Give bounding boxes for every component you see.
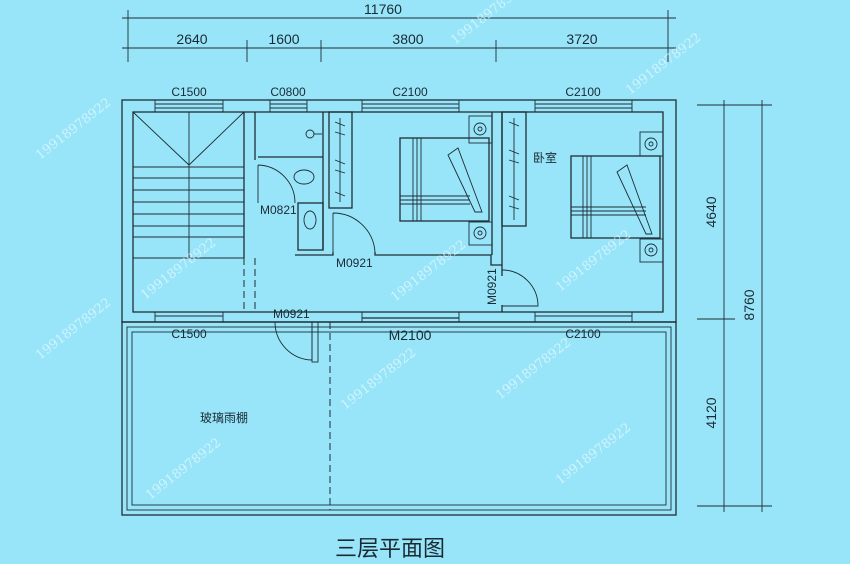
watermarks: 19918978922 19918978922 19918978922 1991… [33, 0, 704, 503]
dim-segment-1: 2640 [176, 31, 207, 47]
door-swing-room2 [501, 269, 539, 307]
bathroom: M0821 [257, 129, 322, 230]
label-canopy: 玻璃雨棚 [200, 410, 248, 425]
right-dimensions: 4640 4120 8760 [697, 100, 772, 512]
window-top-bath [269, 99, 308, 113]
dim-right-upper: 4640 [703, 196, 719, 227]
label-window-top-room1: C2100 [392, 85, 428, 99]
staircase [132, 111, 245, 259]
svg-text:19918978922: 19918978922 [143, 435, 224, 503]
label-window-top-stair: C1500 [171, 85, 207, 99]
top-dimensions: 11760 2640 1600 3800 3720 [122, 1, 676, 62]
door-swing-porch [274, 321, 313, 361]
shower-icon [305, 129, 315, 139]
windows: C1500 C0800 C2100 C2100 C1500 C2100 M210… [154, 85, 633, 343]
toilet-icon [293, 169, 315, 185]
dim-overall-width: 11760 [364, 1, 402, 17]
bed-1 [399, 115, 493, 246]
svg-text:19918978922: 19918978922 [388, 237, 469, 305]
label-window-top-room2: C2100 [565, 85, 601, 99]
label-sliding-door: M2100 [389, 327, 432, 343]
sink-icon [303, 210, 317, 230]
window-bottom-room2 [534, 311, 633, 323]
svg-text:19918978922: 19918978922 [33, 295, 114, 363]
door-swing-bath [257, 164, 296, 204]
label-window-top-bath: C0800 [270, 85, 306, 99]
label-door-room1: M0921 [336, 256, 373, 270]
dim-segment-4: 3720 [566, 31, 597, 47]
svg-text:19918978922: 19918978922 [138, 235, 219, 303]
window-bottom-stair [154, 311, 224, 323]
dim-right-lower: 4120 [703, 397, 719, 428]
wardrobe-1 [328, 111, 353, 209]
sliding-door [361, 311, 460, 323]
label-window-bottom-room2: C2100 [565, 327, 601, 341]
svg-text:19918978922: 19918978922 [448, 0, 529, 48]
svg-text:19918978922: 19918978922 [553, 420, 634, 488]
dim-overall-depth: 8760 [741, 289, 757, 320]
page-title: 三层平面图 [335, 537, 445, 562]
label-door-porch: M0921 [273, 307, 310, 321]
dim-segment-2: 1600 [268, 31, 299, 47]
label-door-room2: M0921 [485, 268, 499, 305]
label-door-bath: M0821 [260, 203, 297, 217]
window-top-stair [154, 99, 224, 113]
window-top-room1 [361, 99, 460, 113]
dim-segment-3: 3800 [392, 31, 423, 47]
label-bedroom: 卧室 [533, 150, 557, 165]
svg-text:19918978922: 19918978922 [623, 30, 704, 98]
svg-text:19918978922: 19918978922 [33, 95, 114, 163]
window-top-room2 [534, 99, 633, 113]
svg-text:19918978922: 19918978922 [493, 335, 574, 403]
label-window-bottom-stair: C1500 [171, 327, 207, 341]
door-swing-room1 [332, 212, 376, 253]
wardrobe-2 [501, 111, 527, 227]
bed-2 [570, 131, 664, 263]
svg-text:19918978922: 19918978922 [338, 345, 419, 413]
